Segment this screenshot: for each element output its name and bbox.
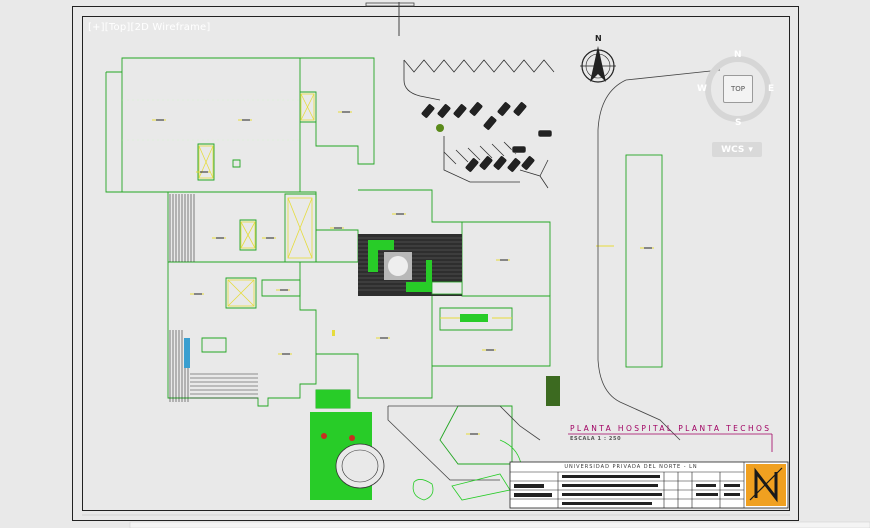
plan-scale: ESCALA 1 : 250	[570, 436, 622, 442]
wcs-label: WCS	[721, 144, 745, 155]
viewcube-south[interactable]: S	[735, 118, 742, 128]
viewcube[interactable]: N S E W TOP	[697, 48, 780, 130]
view-control[interactable]: [Top]	[104, 22, 131, 33]
viewcube-north[interactable]: N	[734, 50, 742, 60]
slope-arrows	[152, 111, 654, 435]
title-block	[509, 461, 789, 509]
parking-lot	[403, 59, 555, 189]
viewcube-west[interactable]: W	[697, 84, 707, 94]
chevron-down-icon: ▾	[748, 144, 753, 155]
viewcube-east[interactable]: E	[768, 84, 775, 94]
viewcube-top-face[interactable]: TOP	[723, 75, 753, 103]
stairs-hatch	[169, 194, 258, 402]
sheet-outer-frame	[72, 6, 799, 521]
wcs-menu[interactable]: WCS ▾	[712, 142, 762, 157]
upn-logo-icon	[746, 464, 786, 506]
viewport-menu-control[interactable]: [+]	[88, 22, 105, 33]
bottom-scroll-strip[interactable]	[129, 521, 870, 528]
north-arrow-icon	[580, 46, 616, 83]
plan-title: PLANTA HOSPITAL PLANTA TECHOS	[570, 424, 772, 433]
skylight-crosses	[198, 93, 315, 307]
parked-cars	[421, 101, 553, 173]
long-wing	[625, 154, 663, 368]
compass-north-label: N	[595, 34, 602, 43]
title-block-university: UNIVERSIDAD PRIVADA DEL NORTE - LN	[564, 464, 698, 470]
central-roof	[358, 234, 463, 296]
building-outline	[105, 57, 551, 465]
landscape	[310, 376, 560, 501]
sheet-inner-frame	[82, 16, 790, 511]
visual-style-control[interactable]: [2D Wireframe]	[130, 22, 211, 33]
viewport-controls-label: [+][Top][2D Wireframe]	[88, 22, 210, 33]
tree-symbol	[436, 124, 444, 132]
